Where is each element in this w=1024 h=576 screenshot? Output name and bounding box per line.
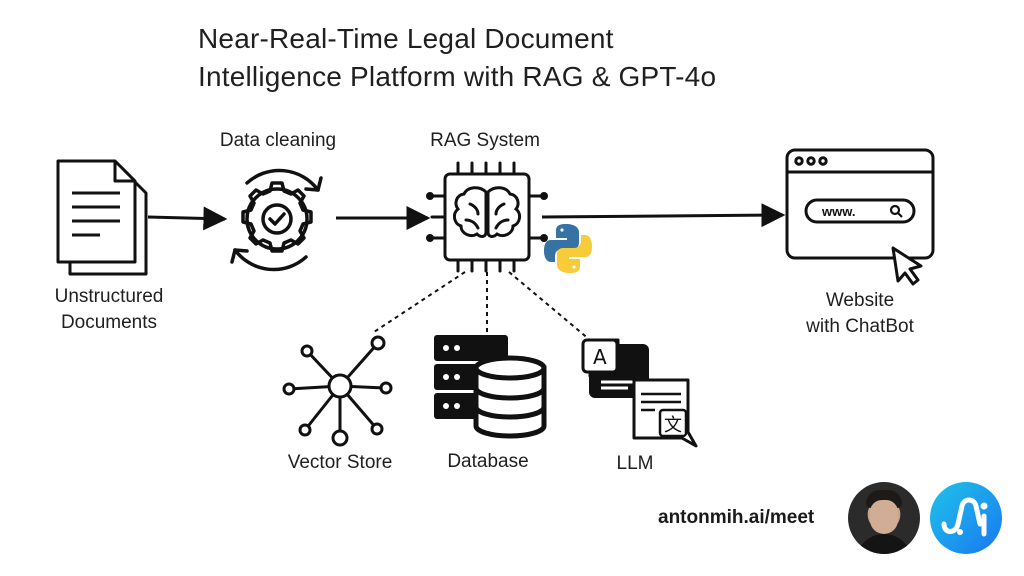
documents-label-line-2: Documents [60,312,158,333]
documents-icon [56,159,148,276]
documents-label-line-1: Unstructured [54,286,164,307]
brand-logo-mark-icon [941,497,988,537]
website-label-line-2: with ChatBot [806,316,914,337]
database-label: Database [447,451,529,472]
python-logo-icon [544,224,592,273]
llm-glyph-b: 文 [664,415,682,436]
website-label: Website with ChatBot [782,288,938,340]
website-label-line-1: Website [825,290,895,311]
dashed-links [373,271,591,341]
cleaning-label: Data cleaning [219,130,337,151]
gear-check-icon [230,168,323,272]
rag-label: RAG System [430,130,540,151]
avatar [848,482,920,554]
documents-label: Unstructured Documents [32,284,186,336]
translate-chat-icon [581,338,698,448]
browser-search-text: www. [821,204,855,219]
brand-logo [930,482,1002,554]
vector-store-label: Vector Store [287,452,393,473]
llm-label: LLM [616,453,654,474]
meet-link[interactable]: antonmih.ai/meet [658,507,815,528]
arrow-rag-to-website [541,203,786,228]
vector-network-icon [282,335,393,447]
title-line-1: Near-Real-Time Legal Document [198,23,614,54]
brain-chip-icon [426,161,548,273]
llm-glyph-a: A [593,345,607,369]
arrow-docs-to-cleaning [147,206,228,231]
browser-window-icon [785,148,935,286]
page-title: Near-Real-Time Legal Document Intelligen… [198,20,716,96]
title-line-2: Intelligence Platform with RAG & GPT-4o [198,61,717,92]
database-icon [434,335,547,439]
